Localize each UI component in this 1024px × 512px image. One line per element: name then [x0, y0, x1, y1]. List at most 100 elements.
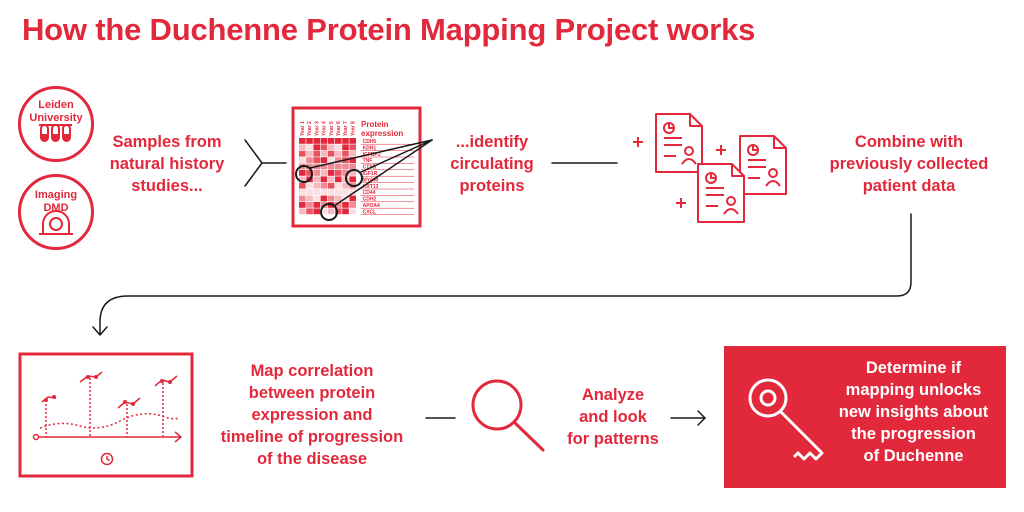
- heatmap-cell: [335, 208, 342, 215]
- page-title: How the Duchenne Protein Mapping Project…: [22, 12, 756, 47]
- heatmap-cell: [313, 195, 320, 202]
- heatmap-cell: [349, 157, 356, 163]
- label-line: of the disease: [256, 450, 368, 468]
- heatmap-cell: [313, 138, 320, 144]
- label-line: timeline of progression: [220, 428, 404, 446]
- step-combine-label: Combine with previously collected patien…: [812, 131, 1006, 197]
- heatmap-cell: [320, 170, 328, 176]
- step-map-correlation-label: Map correlation between protein expressi…: [207, 360, 417, 470]
- label-line: ...identify: [455, 133, 529, 151]
- heatmap-cell: [335, 138, 342, 144]
- heatmap-cell: [299, 176, 306, 183]
- label-line: natural history: [109, 155, 225, 173]
- heatmap-cell: [306, 163, 313, 170]
- label-line: new insights about: [838, 403, 989, 421]
- heatmap-cell: [349, 202, 356, 208]
- heatmap-cell: [327, 176, 335, 183]
- heatmap-cell: [320, 176, 328, 183]
- plus-icon: [633, 137, 726, 208]
- heatmap-cell: [335, 195, 342, 202]
- heatmap-cell: [342, 163, 349, 170]
- label-line: Analyze: [581, 386, 645, 404]
- heatmap-cell: [342, 182, 349, 189]
- key-icon: [748, 378, 824, 461]
- heatmap-cell: [327, 170, 335, 176]
- protein-label: CD44: [363, 190, 376, 196]
- source-label-line: University: [29, 112, 83, 124]
- label-line: Samples from: [112, 133, 222, 151]
- label-line: previously collected: [829, 155, 989, 173]
- patient-record-icon: [655, 113, 787, 223]
- heatmap-cell: [299, 138, 306, 144]
- heatmap-cell: [349, 189, 356, 195]
- heatmap-cell: [306, 195, 313, 202]
- heatmap-cell: [342, 189, 349, 195]
- protein-label: IGF1R: [363, 171, 378, 177]
- heatmap-cell: [313, 208, 320, 215]
- source-label-line: DMD: [43, 202, 69, 214]
- heatmap-cell: [306, 150, 313, 157]
- heatmap-cell: [306, 138, 313, 144]
- heatmap-cell: [320, 138, 328, 144]
- source-label-line: Leiden: [38, 99, 74, 111]
- heatmap-cell: [349, 195, 356, 202]
- heatmap-cell: [327, 195, 335, 202]
- label-line: patient data: [862, 177, 956, 195]
- highlight-circle: [295, 165, 313, 183]
- highlight-circle: [345, 169, 363, 187]
- heatmap-cell: [335, 150, 342, 157]
- return-arrow: [99, 213, 912, 335]
- label-line: and look: [579, 408, 647, 426]
- heatmap-cell: [327, 144, 335, 151]
- heatmap-cell: [320, 195, 328, 202]
- year-column-label: Year 7: [343, 121, 349, 136]
- source-label-line: Imaging: [34, 189, 78, 201]
- heatmap-cell: [320, 208, 328, 215]
- heatmap-cell: [313, 189, 320, 195]
- test-tubes-icon: [39, 124, 72, 142]
- protein-label: APOA4: [363, 203, 380, 209]
- heatmap-cell: [335, 163, 342, 170]
- heatmap-cell: [299, 182, 306, 189]
- heatmap-cell: [327, 208, 335, 215]
- source-leiden-university: Leiden University: [18, 86, 94, 162]
- label-line: Determine if: [865, 359, 962, 377]
- heatmap-cell: [313, 182, 320, 189]
- source-imaging-dmd: Imaging DMD: [18, 174, 94, 250]
- highlight-circle: [320, 203, 338, 221]
- heatmap-cell: [299, 195, 306, 202]
- heatmap-cell: [327, 182, 335, 189]
- year-column-label: Year 4: [322, 121, 328, 136]
- heatmap-cell: [335, 182, 342, 189]
- heatmap-cell: [306, 202, 313, 208]
- heatmap-cell: [342, 138, 349, 144]
- heatmap-cell: [313, 170, 320, 176]
- label-line: mapping unlocks: [845, 381, 982, 399]
- mri-scanner-icon: [39, 210, 73, 235]
- protein-label: CXCL: [363, 209, 377, 215]
- label-line: circulating: [450, 155, 534, 173]
- protein-label: MYOM: [363, 177, 379, 183]
- year-column-label: Year 2: [307, 121, 313, 136]
- label-line: proteins: [459, 177, 525, 195]
- pointer-line: [360, 139, 433, 173]
- heatmap-cell: [313, 157, 320, 163]
- heatmap-cell: [299, 208, 306, 215]
- label-line: of Duchenne: [863, 447, 964, 465]
- heatmap-cell: [320, 144, 328, 151]
- label-line: studies...: [131, 177, 203, 195]
- heatmap-header: Protein expression: [361, 120, 403, 138]
- magnifier-icon: [471, 379, 545, 452]
- heatmap-cell: [327, 138, 335, 144]
- heatmap-cell: [320, 157, 328, 163]
- heatmap-header-line: Protein: [361, 120, 389, 129]
- label-line: between protein: [248, 384, 376, 402]
- label-line: Map correlation: [250, 362, 374, 380]
- heatmap-cell: [349, 138, 356, 144]
- label-line: the progression: [851, 425, 976, 443]
- heatmap-cell: [306, 157, 313, 163]
- heatmap-cell: [335, 189, 342, 195]
- protein-label: KRT13: [363, 184, 379, 190]
- label-line: Combine with: [854, 133, 964, 151]
- step-determine-label: Determine if mapping unlocks new insight…: [826, 357, 1001, 467]
